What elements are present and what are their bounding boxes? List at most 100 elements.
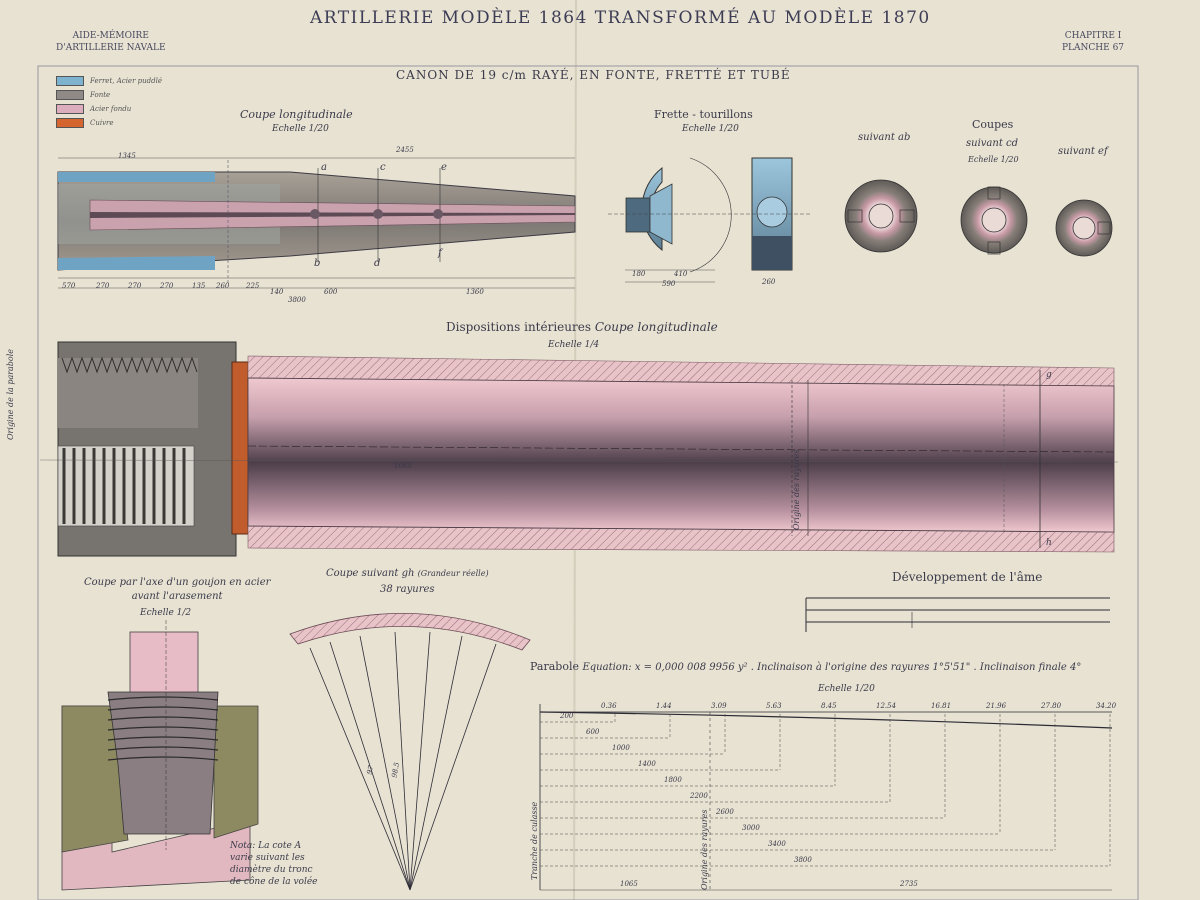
rifling-section-gh (289, 613, 531, 891)
dim-600: 600 (324, 288, 338, 296)
parabola-dim-label: 3800 (794, 856, 812, 864)
parabola-dim-label: 2200 (690, 792, 708, 800)
frette-tourillons-label: Frette - tourillons (654, 108, 753, 121)
stud-body (107, 691, 219, 835)
origin-parabola-label: Origine de la parabole (6, 348, 15, 440)
legend-swatch (56, 90, 84, 100)
copper-ring (231, 361, 249, 535)
bore-development (805, 597, 1110, 632)
gh-rayures-count: 38 rayures (380, 584, 435, 595)
header-left-line2: D'ARTILLERIE NAVALE (56, 43, 166, 53)
parabola-title: Parabole (530, 660, 579, 673)
parabola-ordinate-label: 5.63 (766, 702, 782, 710)
parabola-curve (539, 711, 1113, 729)
section-letter-g: g (1046, 370, 1052, 380)
section-letter-c: c (380, 162, 386, 173)
stud-note-line2: varie suivant les (230, 853, 305, 863)
interior-scale: Echelle 1/4 (548, 340, 600, 350)
coupe-longitudinale-label: Coupe longitudinale (240, 108, 353, 121)
developpement-title: Développement de l'âme (892, 570, 1043, 584)
legend-swatch (56, 76, 84, 86)
stud-threads (107, 696, 219, 761)
trunnion-hoop-drawing (608, 157, 810, 283)
interior-dim-1065: 1065 (394, 462, 412, 470)
parabola-dim-2735: 2735 (900, 880, 918, 888)
legend-swatch (56, 104, 84, 114)
stud-section (61, 620, 259, 891)
parabola-ordinate-label: 8.45 (821, 702, 837, 710)
dim-135: 135 (192, 282, 206, 290)
cross-section-ef (1055, 199, 1113, 257)
frette-dim-410: 410 (674, 270, 688, 278)
legend-item: Ferret, Acier puddlé (56, 76, 162, 86)
legend-label: Cuivre (90, 119, 114, 127)
stud-head (129, 631, 199, 695)
frette-dim-180: 180 (632, 270, 646, 278)
coupes-label: Coupes (972, 118, 1014, 131)
breech-slots (62, 448, 186, 524)
header-left-line1: AIDE-MÉMOIRE (72, 31, 149, 41)
parabola-dim-label: 600 (586, 728, 600, 736)
cross-section-ab (844, 179, 918, 253)
stud-title-line2: avant l'arasement (131, 591, 223, 602)
stud-note: Nota: La cote A varie suivant les diamèt… (230, 840, 317, 888)
legend-label: Fonte (90, 91, 111, 99)
legend-item: Cuivre (56, 118, 114, 128)
section-letter-e: e (441, 162, 447, 173)
plate-frame (37, 65, 1139, 900)
dim-1345: 1345 (118, 152, 136, 160)
parabola-title-line: Parabole Equation: x = 0,000 008 9956 y²… (530, 660, 1081, 673)
header-right: CHAPITRE I PLANCHE 67 (1062, 30, 1124, 54)
parabola-dim-label: 3000 (742, 824, 760, 832)
dim-270-c: 270 (160, 282, 174, 290)
frette-dim-260: 260 (762, 278, 776, 286)
gun-longitudinal-section (57, 157, 576, 289)
bore (247, 377, 1115, 533)
legend-item: Acier fondu (56, 104, 131, 114)
gh-title-note: (Grandeur réelle) (417, 569, 489, 578)
parabola-ordinate-label: 27.80 (1041, 702, 1062, 710)
section-letter-d: d (374, 258, 381, 269)
legend-swatch (56, 118, 84, 128)
section-letter-f: f (438, 248, 442, 259)
legend-label: Acier fondu (90, 105, 132, 113)
parabola-ordinate-label: 21.96 (986, 702, 1007, 710)
parabola-ordinate-label: 0.36 (601, 702, 617, 710)
gh-title-main: Coupe suivant gh (326, 568, 415, 579)
dim-140: 140 (270, 288, 284, 296)
coupes-scale-label: Echelle 1/20 (968, 155, 1019, 164)
legend-item: Fonte (56, 90, 110, 100)
stud-title-line1: Coupe par l'axe d'un goujon en acier (84, 577, 271, 588)
dim-3800: 3800 (288, 296, 306, 304)
origine-rayures-label-2: Origine des rayures (700, 809, 709, 890)
parabola-dim-label: 1800 (664, 776, 682, 784)
dim-2455: 2455 (396, 146, 414, 154)
trunnion (625, 197, 651, 233)
legend-label: Ferret, Acier puddlé (90, 77, 162, 85)
header-left: AIDE-MÉMOIRE D'ARTILLERIE NAVALE (56, 30, 166, 54)
section-letter-a: a (321, 162, 327, 173)
dim-270-a: 270 (96, 282, 110, 290)
parabola-dim-label: 200 (560, 712, 574, 720)
interior-title-main: Dispositions intérieures (446, 320, 591, 334)
suivant-ab-label: suivant ab (858, 132, 911, 143)
parabola-equation: Equation: x = 0,000 008 9956 y² . Inclin… (582, 662, 1082, 673)
parabola-dim-label: 2600 (716, 808, 734, 816)
stud-title: Coupe par l'axe d'un goujon en acier ava… (84, 576, 270, 604)
stud-note-line3: diamètre du tronc (230, 865, 313, 875)
interior-title-sub: Coupe longitudinale (594, 320, 718, 334)
plate-main-title: ARTILLERIE MODÈLE 1864 TRANSFORMÉ AU MOD… (310, 8, 931, 28)
dim-225: 225 (246, 282, 260, 290)
suivant-ef-label: suivant ef (1058, 146, 1108, 157)
breech-threads-top (61, 356, 198, 374)
hoop-bottom (58, 256, 215, 270)
stud-note-line1: Nota: La cote A (230, 841, 302, 851)
parabola-ordinate-label: 34.20 (1096, 702, 1117, 710)
cross-section-cd (960, 186, 1028, 255)
parabola-dim-label: 1000 (612, 744, 630, 752)
section-letter-b: b (314, 258, 321, 269)
stud-note-line4: de cône de la volée (230, 877, 318, 887)
interior-section (39, 341, 1119, 557)
dim-270-b: 270 (128, 282, 142, 290)
